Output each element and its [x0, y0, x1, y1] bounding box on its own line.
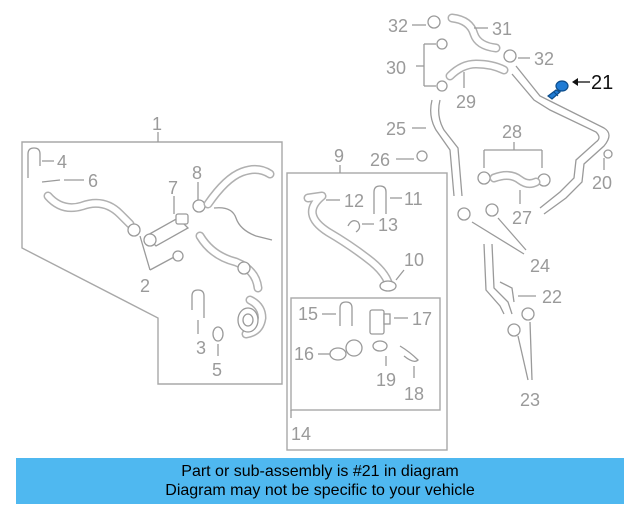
- group-9: 9 12 11 13 10 14 15 17 16: [286, 146, 448, 451]
- label-16: 16: [294, 344, 314, 364]
- oring-5-part: [212, 326, 224, 342]
- label-30: 30: [386, 58, 406, 78]
- label-26: 26: [370, 150, 390, 170]
- bolt-21-part: [547, 80, 569, 100]
- label-5: 5: [212, 360, 222, 380]
- label-6: 6: [88, 171, 98, 191]
- label-32a: 32: [388, 16, 408, 36]
- banner-line-1: Part or sub-assembly is #21 in diagram: [181, 463, 459, 480]
- label-11: 11: [404, 189, 423, 209]
- arrow-21-icon: [572, 78, 578, 86]
- label-25: 25: [386, 119, 406, 139]
- label-2: 2: [140, 276, 150, 296]
- label-20: 20: [592, 173, 612, 193]
- label-21: 21: [591, 72, 613, 94]
- label-28: 28: [502, 122, 522, 142]
- group-9-outline: [286, 172, 448, 451]
- parts-diagram: 1 4 6 7 2 8: [21, 13, 613, 451]
- info-banner: Part or sub-assembly is #21 in diagram D…: [16, 458, 624, 504]
- label-24: 24: [530, 256, 550, 276]
- label-4: 4: [57, 152, 67, 172]
- label-12: 12: [344, 191, 364, 211]
- label-15: 15: [298, 304, 318, 324]
- group-14-outline: [290, 297, 441, 411]
- clip-4-part: [27, 147, 41, 178]
- label-27: 27: [512, 208, 532, 228]
- label-19: 19: [376, 370, 396, 390]
- label-3: 3: [196, 338, 206, 358]
- sensor-17-part: [369, 309, 385, 335]
- label-9: 9: [334, 146, 344, 166]
- label-17: 17: [412, 309, 432, 329]
- group-1-outline: [21, 141, 283, 385]
- label-14: 14: [291, 424, 311, 444]
- label-7: 7: [168, 178, 178, 198]
- label-10: 10: [404, 250, 424, 270]
- label-23: 23: [520, 390, 540, 410]
- clip-3-part: [191, 289, 205, 318]
- pipe-20-part: [515, 65, 610, 215]
- label-22: 22: [542, 287, 562, 307]
- banner-line-2: Diagram may not be specific to your vehi…: [165, 482, 475, 499]
- group-1: 1 4 6 7 2 8: [21, 114, 283, 385]
- label-18: 18: [404, 384, 424, 404]
- label-8: 8: [192, 163, 202, 183]
- label-31: 31: [492, 19, 512, 39]
- label-13: 13: [378, 215, 398, 235]
- label-29: 29: [456, 92, 476, 112]
- label-1: 1: [152, 114, 162, 134]
- group-right: 32 31 32 30 29 20: [370, 13, 613, 410]
- label-32b: 32: [534, 49, 554, 69]
